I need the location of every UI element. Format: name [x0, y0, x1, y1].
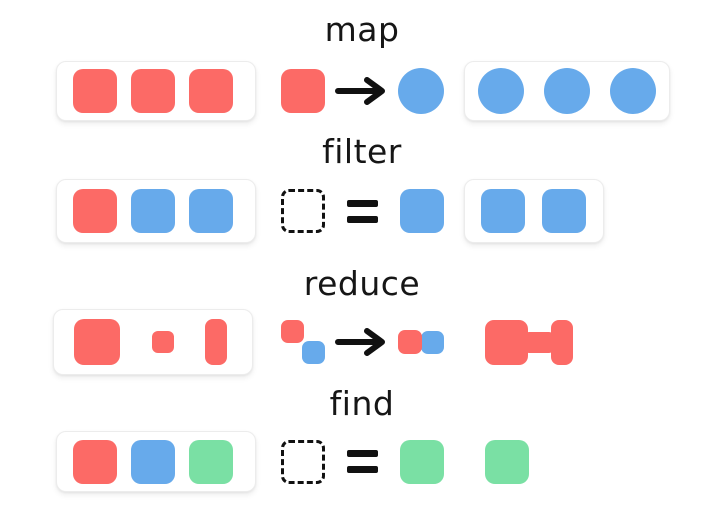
- blue-circle-shape: [610, 68, 656, 114]
- equals-icon: [347, 199, 378, 223]
- blue-small-square-shape: [302, 340, 325, 364]
- map-operation-zone: [281, 61, 444, 121]
- reduce-operation-zone: [281, 309, 444, 375]
- blue-circle-shape: [478, 68, 524, 114]
- accumulator-value-cluster: [281, 319, 326, 365]
- dashed-placeholder-square: [281, 439, 325, 484]
- blue-square-shape: [481, 189, 525, 233]
- equals-bar: [347, 466, 378, 473]
- equals-icon: [347, 450, 378, 473]
- red-square-shape: [281, 69, 325, 113]
- red-small-square-shape: [281, 319, 304, 343]
- blue-square-shape: [400, 189, 444, 233]
- red-connector-part: [525, 331, 553, 353]
- red-rect-tall-shape: [205, 319, 227, 365]
- blue-small-square-shape: [421, 330, 444, 354]
- red-square-shape: [189, 69, 233, 113]
- red-square-small-shape: [151, 331, 174, 353]
- blue-square-shape: [542, 189, 586, 233]
- red-tall-rect-part: [551, 319, 573, 365]
- green-square-shape: [189, 439, 233, 484]
- map-input-array-card: [56, 61, 256, 121]
- arrow-right-icon: [334, 76, 389, 106]
- green-square-shape: [485, 439, 529, 484]
- reduce-result-zone: [485, 309, 605, 375]
- red-square-shape: [131, 69, 175, 113]
- equals-bar: [347, 199, 378, 207]
- blue-square-shape: [131, 439, 175, 484]
- method-label-map: map: [324, 10, 400, 49]
- dashed-placeholder-square: [281, 189, 325, 233]
- method-label-filter: filter: [322, 132, 402, 171]
- reduced-merged-shape: [485, 319, 573, 365]
- method-label-reduce: reduce: [303, 264, 421, 303]
- filter-output-array-card: [464, 179, 604, 243]
- red-small-square-shape: [398, 330, 422, 354]
- red-big-square-part: [485, 319, 528, 365]
- equals-bar: [347, 215, 378, 223]
- find-result-zone: [485, 431, 605, 492]
- red-square-shape: [73, 69, 117, 113]
- arrow-right-icon: [335, 327, 389, 357]
- filter-operation-zone: [281, 179, 444, 243]
- blue-square-shape: [189, 189, 233, 233]
- find-operation-zone: [281, 431, 444, 492]
- combined-pair-shape: [398, 330, 444, 354]
- blue-circle-shape: [398, 68, 444, 114]
- method-label-find: find: [329, 384, 395, 423]
- find-input-array-card: [56, 431, 256, 492]
- red-square-shape: [73, 189, 117, 233]
- green-square-shape: [400, 439, 444, 484]
- red-square-shape: [73, 439, 117, 484]
- blue-circle-shape: [544, 68, 590, 114]
- red-square-big-shape: [74, 319, 120, 365]
- filter-input-array-card: [56, 179, 256, 243]
- equals-bar: [347, 450, 378, 457]
- reduce-input-array-card: [53, 309, 253, 375]
- map-output-array-card: [464, 61, 670, 121]
- blue-square-shape: [131, 189, 175, 233]
